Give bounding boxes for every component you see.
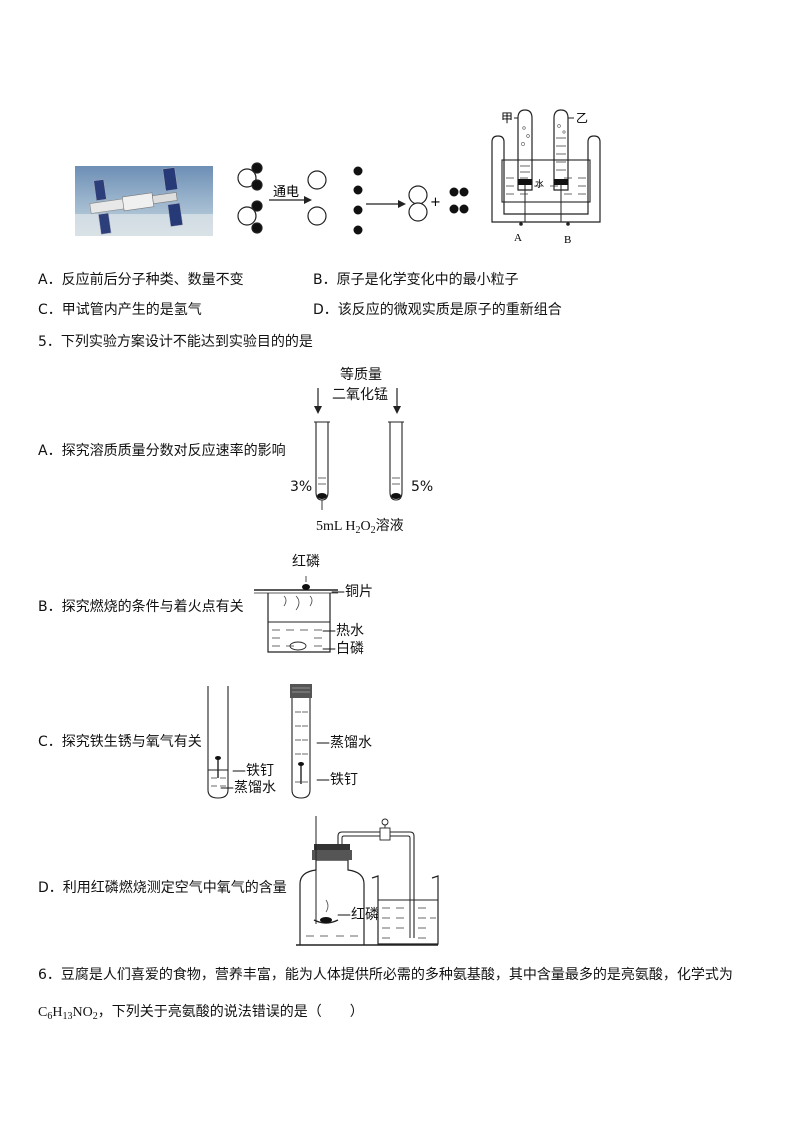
distilled-water-right-label: —蒸馏水	[316, 735, 372, 751]
iron-nail-right-label: —铁钉	[316, 772, 358, 788]
satellite-photo	[75, 166, 213, 236]
red-phosphorus-d-label: —红磷	[337, 907, 379, 923]
reagent-line2: 二氧化锰	[332, 387, 388, 403]
q6-stem: 6．豆腐是人们喜爱的食物，营养丰富，能为人体提供所必需的多种氨基酸，其中含量最多…	[38, 967, 733, 983]
pct-3: 3%	[290, 479, 313, 495]
q5-option-d: D．利用红磷燃烧测定空气中氧气的含量	[38, 880, 287, 896]
q5-stem: 5．下列实验方案设计不能达到实验目的的是	[38, 334, 313, 350]
electrolysis-apparatus: 水 甲 乙 A B	[491, 109, 601, 246]
plus-sign: +	[430, 195, 441, 210]
iron-rust-tubes	[207, 684, 312, 799]
molecular-diagram: 通电 +	[237, 162, 469, 235]
water-label: 水	[535, 178, 544, 190]
q4-option-b: B．原子是化学变化中的最小粒子	[313, 272, 519, 288]
distilled-water-left-label: —蒸馏水	[220, 780, 276, 796]
leucine-formula: C6H13NO2	[38, 1005, 98, 1022]
electrode-b-label: B	[564, 234, 571, 246]
hot-water-label: —热水	[322, 623, 364, 639]
q4-option-c: C．甲试管内产生的是氢气	[38, 302, 202, 318]
oxygen-measurement-apparatus	[296, 816, 439, 946]
combustion-beaker	[254, 576, 338, 653]
q4-option-a: A．反应前后分子种类、数量不变	[38, 272, 244, 288]
q5-option-a: A．探究溶质质量分数对反应速率的影响	[38, 443, 286, 459]
copper-sheet-label: —铜片	[331, 584, 373, 600]
water-molecule-top	[237, 162, 263, 191]
h2o2-solution-label: 5mL H2O2溶液	[316, 518, 404, 536]
red-phosphorus-label: 红磷	[292, 554, 320, 570]
water-molecule-bottom	[237, 200, 263, 234]
tube-yi-label: 乙	[576, 111, 588, 125]
iron-nail-left-label: —铁钉	[232, 763, 274, 779]
q6-formula-line: C6H13NO2，下列关于亮氨酸的说法错误的是（ ）	[38, 1004, 364, 1022]
electrode-a-label: A	[514, 232, 522, 244]
q5-option-c: C．探究铁生锈与氧气有关	[38, 734, 202, 750]
q4-option-d: D．该反应的微观实质是原子的重新组合	[313, 302, 562, 318]
pct-5: 5%	[411, 479, 434, 495]
arrow-label: 通电	[273, 185, 299, 200]
tube-jia-label: 甲	[501, 111, 513, 125]
white-phosphorus-label: —白磷	[322, 641, 364, 657]
test-tubes-h2o2	[314, 388, 404, 510]
q5-option-b: B．探究燃烧的条件与着火点有关	[38, 599, 244, 615]
reagent-line1: 等质量	[340, 367, 382, 383]
